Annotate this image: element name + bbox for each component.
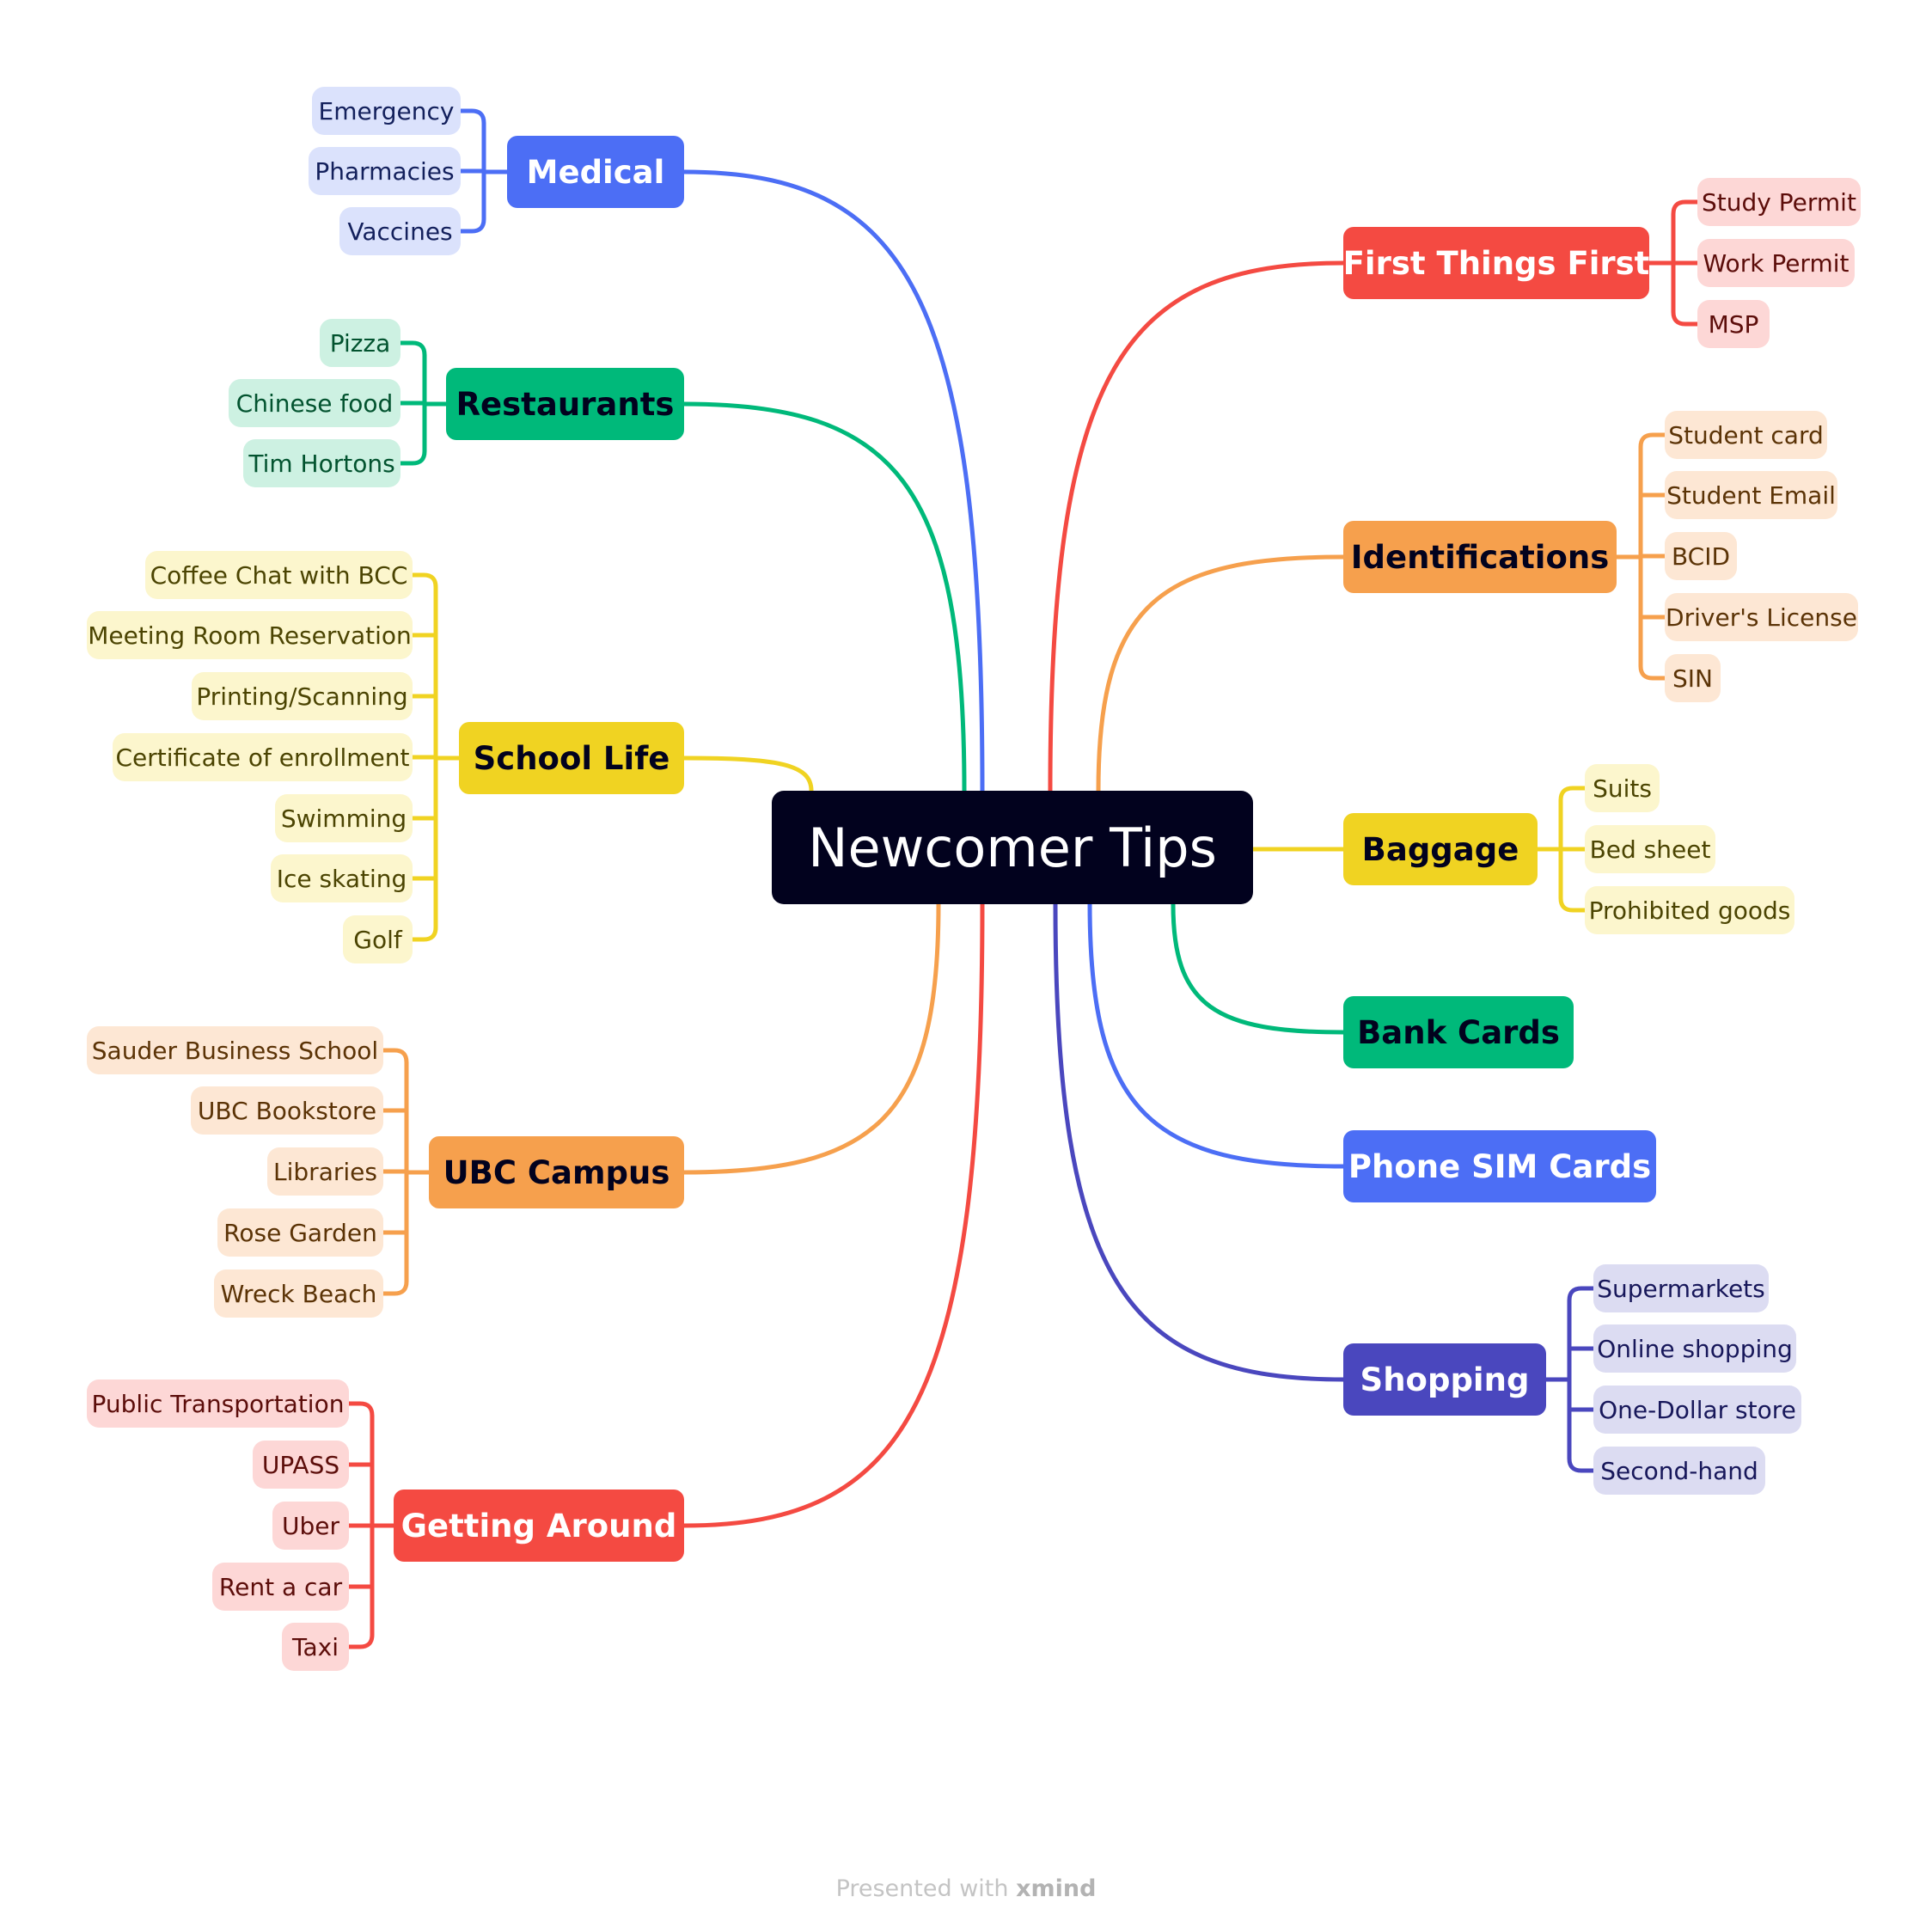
leaf-printing-scanning[interactable]: Printing/Scanning — [192, 672, 413, 720]
footer-prefix: Presented with — [835, 1875, 1009, 1902]
bracket-shopping — [1567, 1286, 1596, 1473]
leaf-suits[interactable]: Suits — [1585, 764, 1660, 812]
leaf-sin[interactable]: SIN — [1665, 654, 1721, 702]
branch-phone-sim-cards[interactable]: Phone SIM Cards — [1343, 1130, 1656, 1202]
leaf-supermarkets[interactable]: Supermarkets — [1593, 1264, 1769, 1312]
leaf-tim-hortons[interactable]: Tim Hortons — [243, 439, 400, 487]
leaf-ice-skating[interactable]: Ice skating — [271, 854, 413, 902]
leaf-public-transportation[interactable]: Public Transportation — [87, 1379, 349, 1428]
connector-ubc-campus — [682, 902, 941, 1175]
connector-first-things-first — [1048, 260, 1346, 793]
connector-phone-sim-cards — [1087, 902, 1346, 1169]
connector-bank-cards — [1171, 902, 1346, 1035]
leaf-pharmacies[interactable]: Pharmacies — [309, 147, 461, 195]
leaf-taxi[interactable]: Taxi — [282, 1623, 349, 1671]
connector-identifications — [1096, 554, 1346, 793]
leaf-wreck-beach[interactable]: Wreck Beach — [214, 1269, 383, 1318]
leaf-rent-a-car[interactable]: Rent a car — [212, 1563, 349, 1611]
branch-ubc-campus[interactable]: UBC Campus — [429, 1136, 684, 1208]
leaf-libraries[interactable]: Libraries — [267, 1147, 383, 1196]
connector-restaurants — [682, 401, 967, 793]
leaf-second-hand[interactable]: Second-hand — [1593, 1447, 1765, 1495]
leaf-prohibited-goods[interactable]: Prohibited goods — [1585, 886, 1794, 934]
leaf-meeting-room[interactable]: Meeting Room Reservation — [87, 611, 413, 659]
leaf-msp[interactable]: MSP — [1697, 300, 1770, 348]
leaf-student-email[interactable]: Student Email — [1665, 471, 1837, 519]
leaf-student-card[interactable]: Student card — [1665, 411, 1827, 459]
leaf-online-shopping[interactable]: Online shopping — [1593, 1324, 1796, 1373]
branch-shopping[interactable]: Shopping — [1343, 1343, 1546, 1416]
branch-medical[interactable]: Medical — [507, 136, 684, 208]
leaf-uber[interactable]: Uber — [272, 1502, 349, 1550]
leaf-certificate[interactable]: Certificate of enrollment — [113, 733, 413, 781]
leaf-one-dollar-store[interactable]: One-Dollar store — [1593, 1386, 1801, 1434]
leaf-bcid[interactable]: BCID — [1665, 532, 1737, 580]
branch-baggage[interactable]: Baggage — [1343, 813, 1538, 885]
connector-medical — [682, 169, 985, 793]
leaf-study-permit[interactable]: Study Permit — [1697, 178, 1861, 226]
leaf-emergency[interactable]: Emergency — [312, 87, 461, 135]
branch-restaurants[interactable]: Restaurants — [446, 368, 684, 440]
leaf-coffee-chat[interactable]: Coffee Chat with BCC — [145, 551, 413, 599]
leaf-pizza[interactable]: Pizza — [320, 319, 400, 367]
leaf-golf[interactable]: Golf — [343, 915, 413, 964]
xmind-logo-text: xmind — [1016, 1875, 1097, 1902]
leaf-swimming[interactable]: Swimming — [275, 794, 413, 842]
leaf-drivers-license[interactable]: Driver's License — [1665, 593, 1858, 641]
connector-school-life — [682, 756, 814, 793]
leaf-vaccines[interactable]: Vaccines — [339, 207, 461, 255]
leaf-work-permit[interactable]: Work Permit — [1697, 239, 1855, 287]
footer-credit: Presented with xmind — [0, 1875, 1932, 1902]
branch-identifications[interactable]: Identifications — [1343, 521, 1617, 593]
leaf-sauder[interactable]: Sauder Business School — [87, 1026, 383, 1074]
connector-shopping — [1053, 902, 1346, 1382]
leaf-upass[interactable]: UPASS — [253, 1441, 349, 1489]
branch-school-life[interactable]: School Life — [459, 722, 684, 794]
leaf-rose-garden[interactable]: Rose Garden — [217, 1208, 383, 1257]
branch-getting-around[interactable]: Getting Around — [394, 1490, 684, 1562]
connector-getting-around — [682, 902, 985, 1528]
leaf-bed-sheet[interactable]: Bed sheet — [1585, 825, 1715, 873]
branch-bank-cards[interactable]: Bank Cards — [1343, 996, 1574, 1068]
central-topic[interactable]: Newcomer Tips — [772, 791, 1253, 904]
leaf-chinese-food[interactable]: Chinese food — [229, 379, 400, 427]
branch-first-things-first[interactable]: First Things First — [1343, 227, 1649, 299]
leaf-ubc-bookstore[interactable]: UBC Bookstore — [191, 1086, 383, 1135]
